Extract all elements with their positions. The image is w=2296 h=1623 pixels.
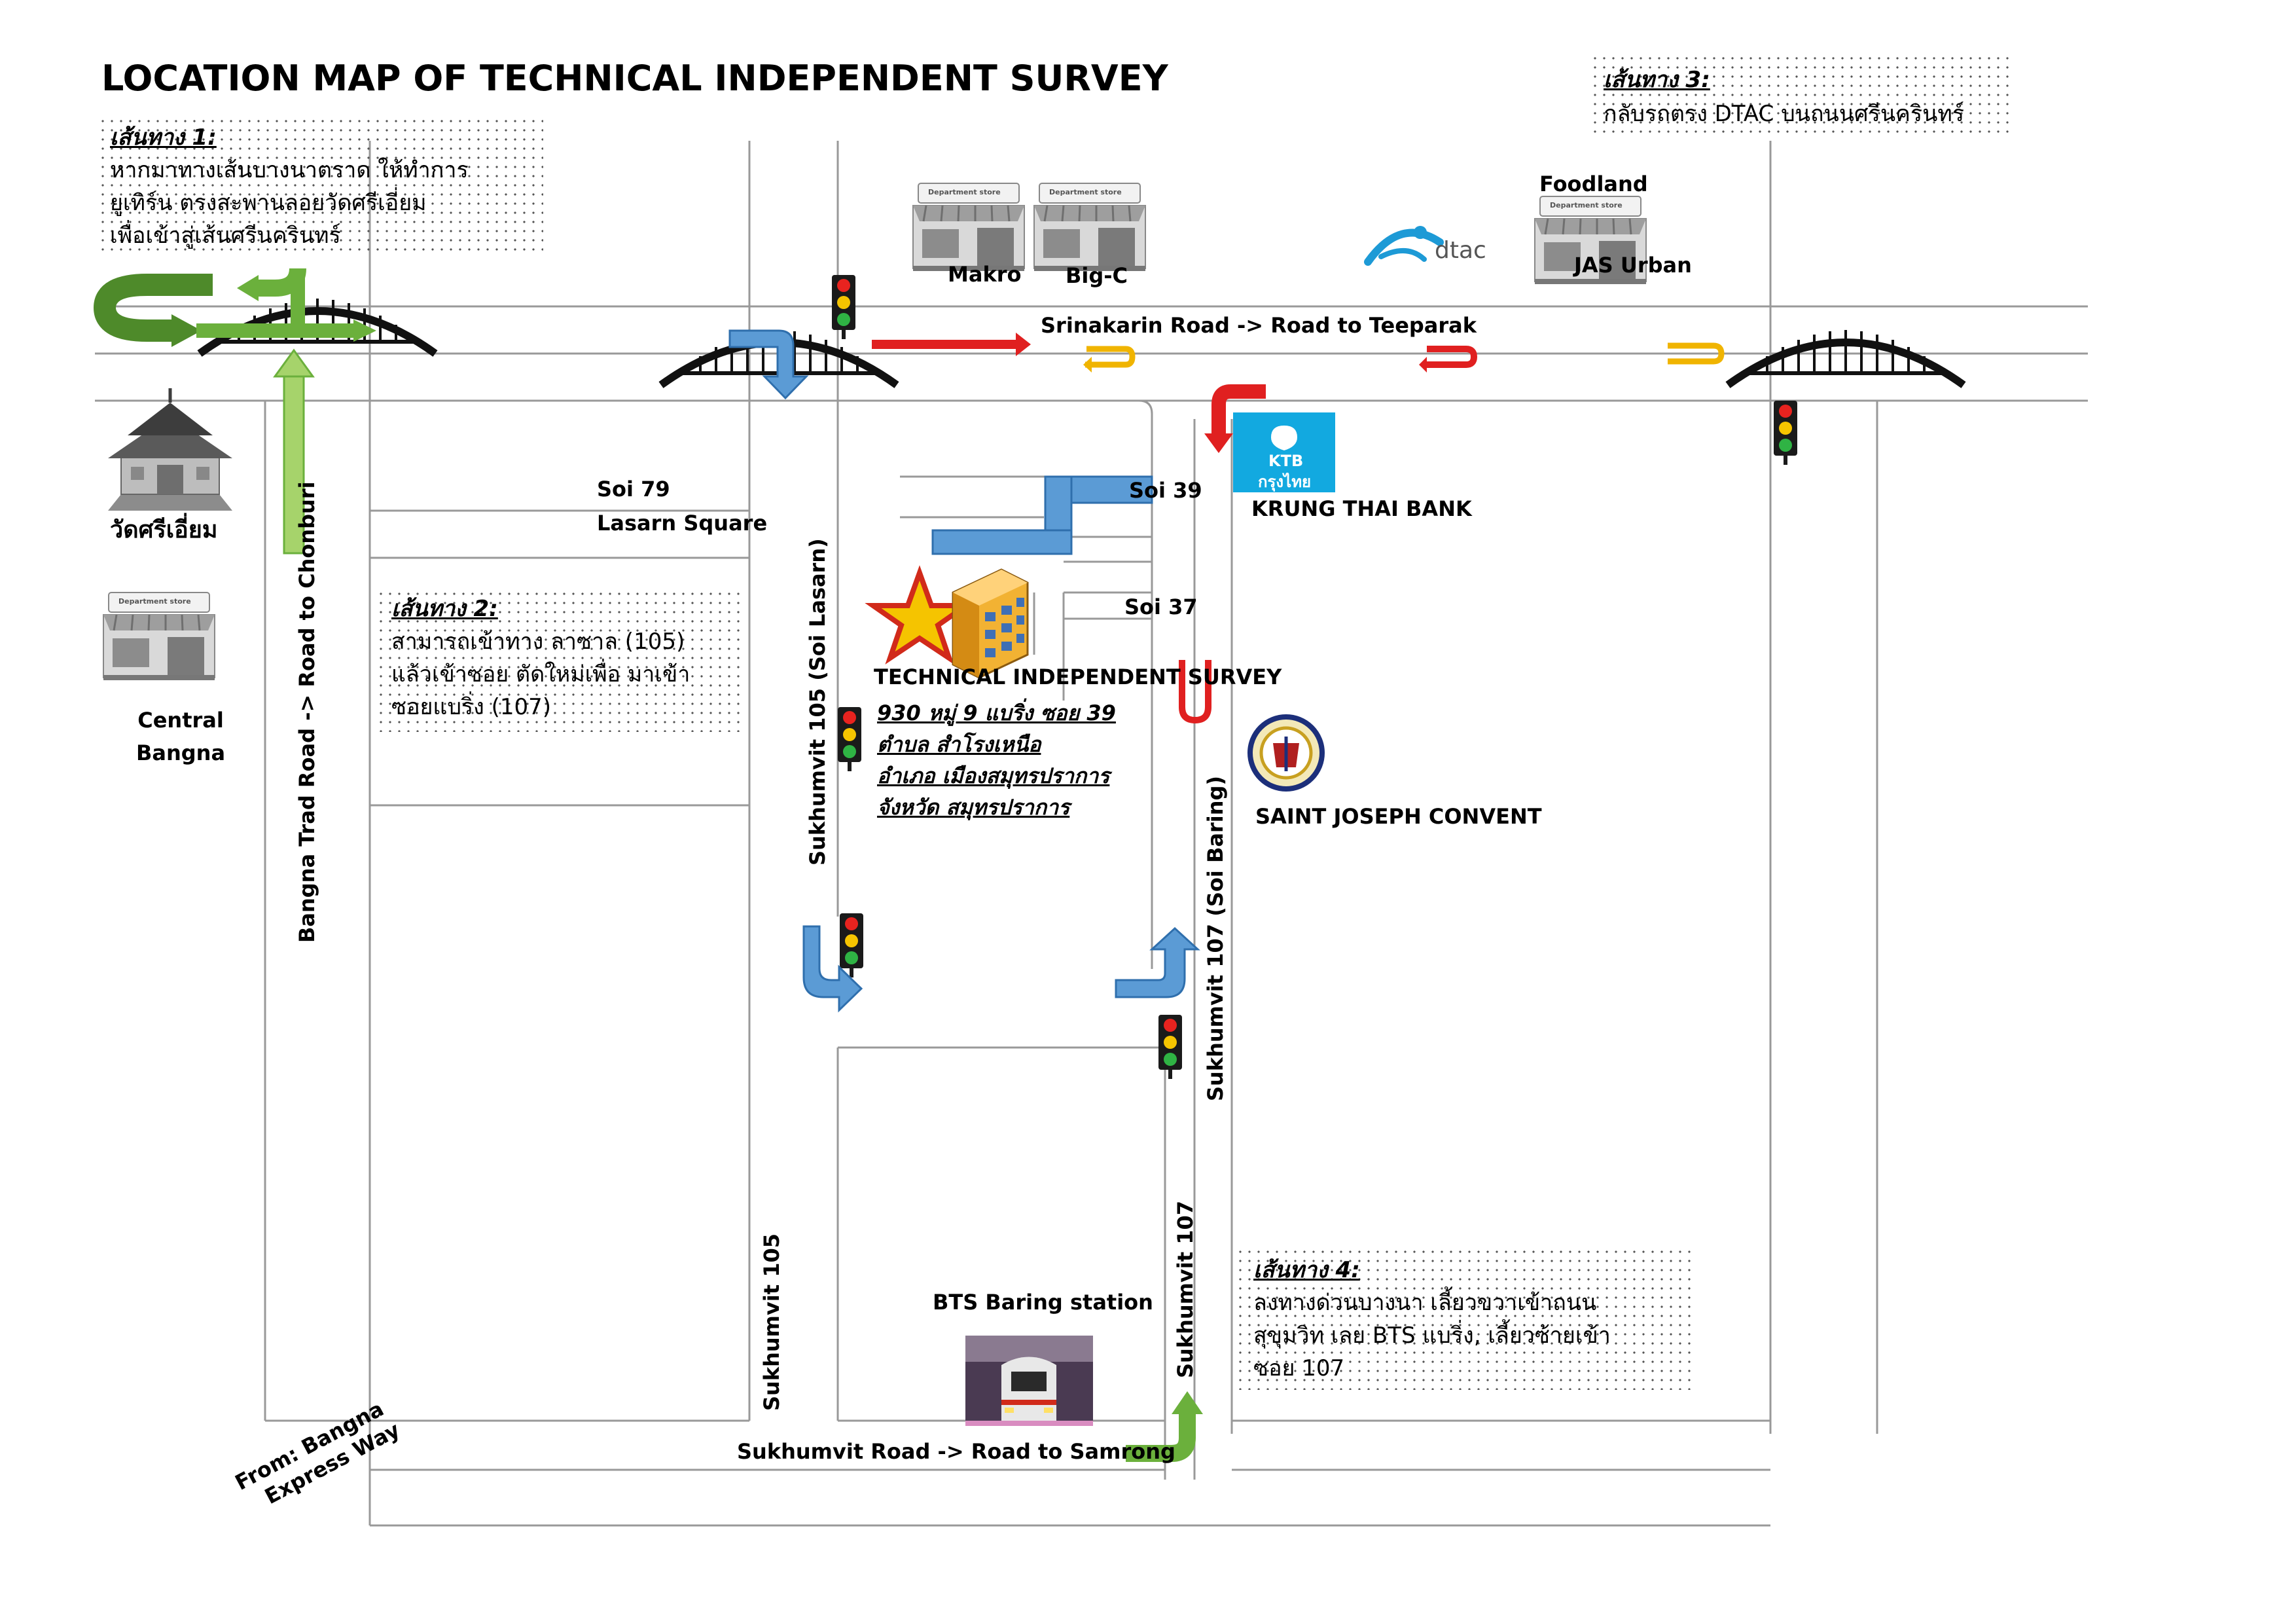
route2-note: เส้นทาง 2: สามารถเข้าทาง ลาซาล (105) แล้…: [391, 593, 690, 723]
jas-urban-label: JAS Urban: [1574, 253, 1692, 278]
route3-note-box: [1590, 54, 2009, 136]
bigc-label: Big-C: [1066, 263, 1128, 288]
central-bangna-store-icon: [102, 591, 216, 682]
ktb-logo-thai-text: กรุงไทย: [1258, 473, 1312, 491]
company-address: 930 หมู่ 9 แบริ่ง ซอย 39 ตำบล สำโรงเหนือ…: [877, 697, 1116, 823]
route1-line: หากมาทางเส้นบางนาตราด ให้ทำการ: [110, 157, 469, 183]
route1-note-box: [98, 117, 543, 255]
route1-line: ยูเทิร์น ตรงสะพานลอยวัดศรีเอี่ยม: [110, 190, 427, 216]
bts-baring-label: BTS Baring station: [933, 1290, 1153, 1315]
traffic-light-icon: [1158, 1015, 1182, 1079]
sukhumvit-105-soi-label: Sukhumvit 105 (Soi Lasarn): [805, 538, 830, 866]
road-network: [95, 141, 2088, 1527]
bangna-trad-road-label: Bangna Trad Road -> Road to Chonburi: [295, 481, 319, 943]
yellow-uturn-arrows: [1085, 342, 1725, 368]
route1-north-arrow: [273, 348, 315, 555]
building-icon: [952, 568, 1029, 679]
central-line: Central: [137, 708, 224, 733]
route2-arrows: [728, 329, 1200, 1013]
route4-heading: เส้นทาง 4:: [1253, 1257, 1360, 1283]
route2-line: ซอยแบริ่ง (107): [391, 694, 552, 720]
route2-line: แล้วเข้าซอย ตัดใหม่เพื่อ มาเข้า: [391, 661, 691, 687]
makro-label: Makro: [948, 262, 1022, 287]
ktb-logo-text: KTB: [1268, 452, 1304, 470]
route4-line: ซอย 107: [1253, 1355, 1345, 1381]
temple-icon: [108, 388, 232, 511]
address-line: จังหวัด สมุทรปราการ: [877, 795, 1070, 820]
soi-79-label: Soi 79: [597, 477, 670, 501]
route3-line: กลับรถตรง DTAC บนถนนศรีนครินทร์: [1604, 101, 1965, 127]
route1-line: เพื่อเข้าสู่เส้นศรีนครินทร์: [110, 223, 341, 249]
dtac-label: dtac: [1435, 237, 1486, 264]
traffic-light-icon: [1774, 401, 1797, 465]
route4-note: เส้นทาง 4: ลงทางด่วนบางนา เลี้ยวขวาเข้าถ…: [1253, 1254, 1611, 1385]
convent-seal-icon: [1247, 714, 1325, 792]
soi-37-label: Soi 37: [1124, 594, 1198, 619]
address-line: ตำบล สำโรงเหนือ: [877, 732, 1041, 757]
route2-soi-path: [931, 475, 1153, 555]
route3-note: เส้นทาง 3: กลับรถตรง DTAC บนถนนศรีนครินท…: [1604, 63, 1964, 131]
route2-note-box: [376, 589, 743, 732]
route2-heading: เส้นทาง 2:: [391, 596, 498, 622]
bigc-store-icon: [1033, 182, 1147, 272]
route1-uturn-arrow: [93, 268, 376, 347]
address-line: 930 หมู่ 9 แบริ่ง ซอย 39: [877, 701, 1116, 725]
route4-line: ลงทางด่วนบางนา เลี้ยวขวาเข้าถนน: [1253, 1290, 1597, 1316]
route4-note-box: [1236, 1247, 1694, 1390]
sukhumvit-105-label: Sukhumvit 105: [759, 1233, 784, 1411]
store-sign: Department store: [118, 597, 191, 606]
route3-heading: เส้นทาง 3:: [1604, 67, 1710, 93]
route1-note: เส้นทาง 1: หากมาทางเส้นบางนาตราด ให้ทำกา…: [110, 121, 469, 252]
page-title: LOCATION MAP OF TECHNICAL INDEPENDENT SU…: [101, 58, 1168, 99]
srinakarin-road-label: Srinakarin Road -> Road to Teeparak: [1041, 313, 1477, 338]
red-arrows: [872, 333, 1478, 724]
sukhumvit-107-soi-label: Sukhumvit 107 (Soi Baring): [1203, 775, 1228, 1101]
wat-sri-iam-label: วัดศรีเอี่ยม: [110, 517, 218, 543]
ktb-logo-icon: [1233, 412, 1335, 492]
central-line: Bangna: [136, 740, 226, 765]
bridge-icon: [1728, 330, 1964, 385]
yellow-uturn-head: [1083, 357, 1092, 373]
soi-39-label: Soi 39: [1129, 478, 1202, 503]
foodland-label: Foodland: [1539, 172, 1648, 196]
traffic-light-icon: [838, 707, 861, 771]
route4-line: สุขุมวิท เลย BTS แบริ่ง, เลี้ยวซ้ายเข้า: [1253, 1322, 1611, 1349]
krung-thai-bank-label: KRUNG THAI BANK: [1251, 496, 1472, 521]
sukhumvit-107-label: Sukhumvit 107: [1173, 1200, 1198, 1378]
store-sign: Department store: [928, 188, 1001, 196]
sukhumvit-road-label: Sukhumvit Road -> Road to Samrong: [737, 1439, 1175, 1464]
traffic-light-icon: [832, 275, 855, 339]
company-label: TECHNICAL INDEPENDENT SURVEY: [874, 665, 1282, 689]
route4-arrow: [1126, 1391, 1203, 1462]
saint-joseph-label: SAINT JOSEPH CONVENT: [1255, 804, 1542, 829]
store-sign: Department store: [1550, 201, 1623, 210]
route1-heading: เส้นทาง 1:: [110, 124, 217, 151]
lasarn-square-label: Lasarn Square: [597, 511, 768, 536]
traffic-light-icon: [840, 913, 863, 977]
central-bangna-label: Central Bangna: [136, 704, 225, 769]
dtac-logo-icon: [1364, 226, 1444, 266]
address-line: อำเภอ เมืองสมุทรปราการ: [877, 763, 1110, 788]
makro-store-icon: [912, 182, 1026, 272]
bts-train-icon: [965, 1336, 1093, 1426]
store-sign: Department store: [1049, 188, 1122, 196]
route2-line: สามารถเข้าทาง ลาซาล (105): [391, 629, 685, 655]
